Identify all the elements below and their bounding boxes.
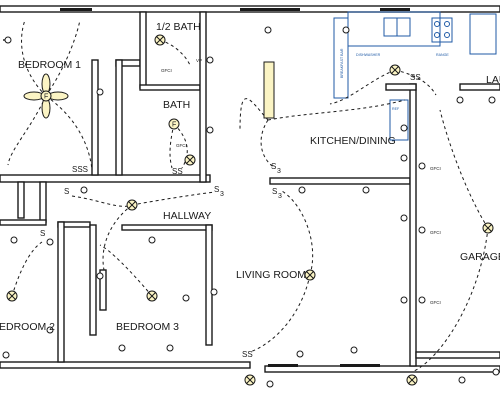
switch-icon: S <box>272 187 277 196</box>
switch-icon: SS <box>410 73 421 82</box>
receptacle-icon <box>182 294 190 302</box>
receptacle-icon <box>350 346 358 354</box>
gfci-tag: GFCI <box>161 68 172 73</box>
receptacle-icon <box>210 288 218 296</box>
gfci-tag: GFCI <box>430 230 441 235</box>
room-label-laundry: LAU <box>486 74 500 86</box>
ceiling-light-icon <box>146 290 158 302</box>
gfci-tag: GFCI <box>430 300 441 305</box>
range-label: RANGE <box>436 53 449 57</box>
vp-tag: VP <box>196 58 202 63</box>
receptacle-icon <box>46 326 54 334</box>
receptacle-icon <box>96 272 104 280</box>
room-label-half-bath: 1/2 BATH <box>156 21 201 33</box>
window-icon <box>340 364 380 367</box>
room-label-bath: BATH <box>163 99 190 111</box>
windows <box>60 8 410 367</box>
receptacle-icon <box>10 236 18 244</box>
room-label-hallway: HALLWAY <box>163 210 211 222</box>
breakfast-bar <box>333 17 349 99</box>
switch-icon: S <box>40 229 45 238</box>
ceiling-light-icon <box>244 374 256 386</box>
window-icon <box>240 8 300 11</box>
ceiling-light-icon <box>154 34 166 46</box>
receptacle-icon <box>492 368 500 376</box>
room-label-bedroom-1: BEDROOM 1 <box>18 59 81 71</box>
receptacle-icon <box>418 226 426 234</box>
fluorescent-light-icon <box>263 61 275 119</box>
switch-icon: SSS <box>72 165 88 174</box>
ceiling-light-icon <box>482 222 494 234</box>
receptacle-icon <box>456 96 464 104</box>
ceiling-light-icon <box>126 199 138 211</box>
receptacle-icon <box>342 26 350 34</box>
ceiling-light-icon <box>184 154 196 166</box>
refrigerator-label: REF <box>392 107 400 111</box>
receptacle-icon <box>400 154 408 162</box>
ceiling-light-icon <box>304 269 316 281</box>
receptacle-icon <box>458 376 466 384</box>
window-icon <box>380 8 410 11</box>
receptacle-icon <box>148 236 156 244</box>
receptacle-icon <box>166 344 174 352</box>
receptacle-icon <box>418 162 426 170</box>
refrigerator <box>389 99 409 141</box>
ceiling-light-icon: F <box>168 118 180 130</box>
receptacle-icon <box>296 350 304 358</box>
switch-icon: S <box>64 187 69 196</box>
receptacle-icon <box>206 56 214 64</box>
receptacle-icon <box>80 186 88 194</box>
window-icon <box>268 364 298 367</box>
receptacle-icon <box>400 124 408 132</box>
receptacle-icon <box>298 186 306 194</box>
svg-text:3: 3 <box>220 191 224 198</box>
receptacle-icon <box>118 344 126 352</box>
gfci-tag: GFCI <box>430 166 441 171</box>
switches: SSS SS S S 3 S 3 SS S 3 SS S <box>40 73 421 359</box>
svg-text:F: F <box>44 94 48 101</box>
svg-text:F: F <box>172 122 176 129</box>
receptacles <box>2 26 500 388</box>
ceiling-light-icon <box>406 374 418 386</box>
window-icon <box>60 8 92 11</box>
range <box>431 17 453 43</box>
receptacle-icon <box>206 126 214 134</box>
ceiling-fan-icon: F <box>23 73 69 119</box>
receptacle-icon <box>3 36 12 44</box>
receptacle-icon <box>46 238 54 246</box>
receptacle-icon <box>418 296 426 304</box>
counter <box>347 11 441 47</box>
ceiling-light-icon <box>6 290 18 302</box>
receptacle-icon <box>488 96 496 104</box>
room-label-living-room: LIVING ROOM <box>236 269 306 281</box>
switch-icon: S <box>271 162 276 171</box>
room-label-bedroom-3: BEDROOM 3 <box>116 321 179 333</box>
svg-text:3: 3 <box>277 168 281 175</box>
room-label-kitchen-dining: KITCHEN/DINING <box>310 135 396 147</box>
switch-icon: S <box>214 185 219 194</box>
dishwasher-label: DISHWASHER <box>356 53 381 57</box>
walls <box>0 5 500 373</box>
receptacle-icon <box>400 214 408 222</box>
room-label-bedroom-2: BEDROOM 2 <box>0 321 55 333</box>
switch-icon: SS <box>242 350 253 359</box>
room-labels: 1/2 BATH BEDROOM 1 BATH KITCHEN/DINING H… <box>0 21 500 333</box>
receptacle-icon <box>264 26 272 34</box>
receptacle-icon <box>400 296 408 304</box>
receptacle-icon <box>96 88 104 96</box>
switch-icon: SS <box>172 167 183 176</box>
ceiling-lights: F <box>6 34 494 386</box>
receptacle-icon <box>362 186 370 194</box>
gfci-tag: GFCI <box>176 143 187 148</box>
receptacle-icon <box>266 380 274 388</box>
wiring <box>7 19 489 373</box>
svg-text:3: 3 <box>278 193 282 200</box>
receptacle-icon <box>2 351 10 359</box>
ceiling-light-icon <box>389 64 401 76</box>
breakfast-bar-label: BREAKFAST BAR <box>340 48 344 78</box>
